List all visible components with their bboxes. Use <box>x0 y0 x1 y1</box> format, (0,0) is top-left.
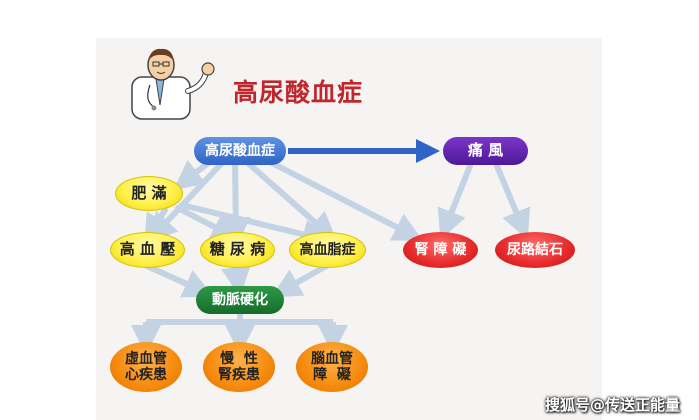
node-cerebrovascular: 腦血管 障 礙 <box>296 342 368 392</box>
node-cerebrovascular-line1: 腦血管 <box>311 350 353 367</box>
node-chronic-kidney-line1: 慢 性 <box>220 350 258 367</box>
node-ischemic-heart-line1: 虛血管 <box>125 350 167 367</box>
node-hyperuricemia: 高尿酸血症 <box>194 137 286 165</box>
arrow-hyperuricemia-kidney <box>267 159 424 241</box>
node-kidney-disorder: 腎 障 礙 <box>403 232 478 268</box>
arrow-gout-stones <box>494 163 531 240</box>
node-ischemic-heart-line2: 心疾患 <box>125 367 167 383</box>
doctor-icon <box>131 48 215 120</box>
diagram-title: 高尿酸血症 <box>233 78 364 107</box>
node-hyperlipidemia: 高血脂症 <box>289 232 366 268</box>
watermark: 搜狐号@传送正能量 <box>545 396 681 414</box>
arrow-hyperlipidemia-arteriosclerosis <box>270 263 329 298</box>
node-arteriosclerosis: 動脈硬化 <box>196 286 284 314</box>
arrow-diabetes-arteriosclerosis <box>221 265 251 297</box>
node-hypertension: 高 血 壓 <box>110 232 185 268</box>
arrow-obesity-diabetes <box>175 205 242 241</box>
arrow-gout-kidney <box>437 163 473 240</box>
node-ischemic-heart: 虛血管 心疾患 <box>110 342 182 392</box>
node-gout: 痛 風 <box>443 137 528 165</box>
arrow-obesity-hypertension <box>144 207 173 245</box>
node-chronic-kidney-line2: 腎疾患 <box>218 367 260 383</box>
node-cerebrovascular-line2: 障 礙 <box>313 367 351 383</box>
node-chronic-kidney: 慢 性 腎疾患 <box>203 342 275 392</box>
arrow-hypertension-arteriosclerosis <box>144 263 214 298</box>
arrow-obesity-hyperlipidemia <box>179 202 333 250</box>
arrow-hyperuricemia-diabetes <box>220 160 251 247</box>
node-obesity: 肥 滿 <box>115 176 183 211</box>
node-urinary-stones: 尿路結石 <box>495 232 575 268</box>
node-diabetes: 糖 尿 病 <box>200 232 275 268</box>
